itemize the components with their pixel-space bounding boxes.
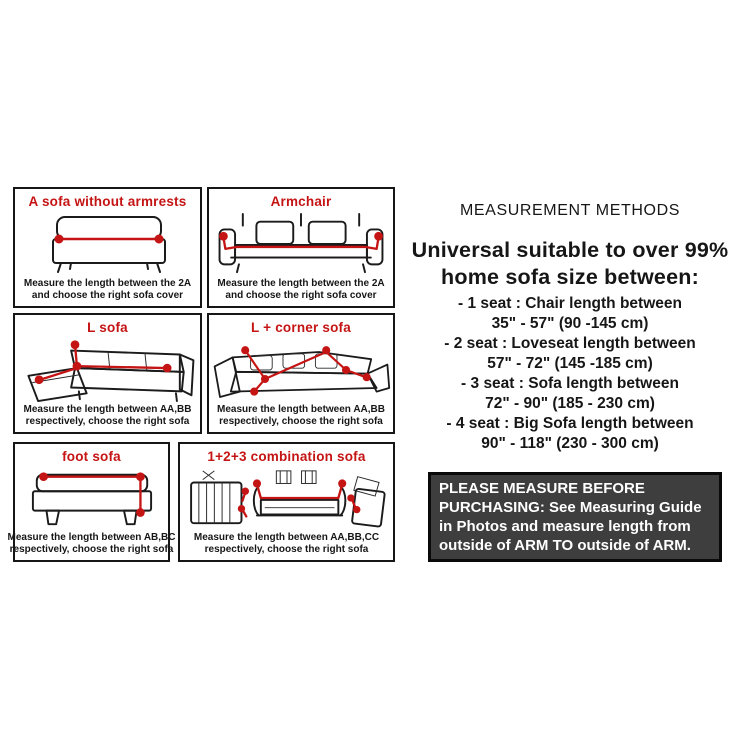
size-item-label: - 3 seat : Sofa length between: [461, 375, 679, 392]
measure-point: [337, 479, 346, 488]
measure-point: [154, 234, 163, 243]
section-heading: MEASUREMENT METHODS: [459, 202, 680, 219]
panel-caption: Measure the length between the 2A and ch…: [23, 278, 192, 301]
measure-point: [219, 231, 228, 241]
measure-line: [240, 491, 247, 518]
measure-point: [241, 487, 249, 495]
measure-line: [38, 366, 78, 381]
measure-line: [263, 350, 328, 380]
panel-caption: Measure the length between AA,BB respect…: [23, 404, 192, 427]
panel-l-sofa: L sofa Measure the length between AA,BB …: [13, 313, 202, 434]
combination-sofa-drawing: [189, 470, 386, 528]
size-item-range: 90" - 118" (230 - 300 cm): [481, 435, 659, 452]
panel-title: A sofa without armrests: [28, 194, 187, 209]
headline-line-2: home sofa size between:: [441, 265, 699, 289]
headline: Universal suitable to over 99% home sofa…: [400, 237, 740, 291]
panel-foot-sofa: foot sofa Measure the length between AB,…: [8, 442, 176, 562]
measure-point: [322, 345, 331, 354]
l-corner-sofa-illustration: [209, 335, 393, 404]
measure-point: [352, 505, 360, 514]
l-sofa-illustration: [15, 335, 200, 404]
panel-title: L sofa: [87, 320, 128, 335]
panel-caption: Measure the length between AB,BC respect…: [7, 532, 176, 555]
measure-point: [362, 372, 371, 381]
size-item-label: - 1 seat : Chair length between: [458, 295, 682, 312]
measure-point: [241, 345, 250, 354]
armless-sofa-illustration: [15, 209, 200, 278]
armchair-drawing: [218, 212, 384, 273]
measure-point: [252, 479, 261, 488]
measure-point: [38, 472, 48, 482]
notice-line: in Photos and measure length from: [439, 518, 691, 535]
notice-line: outside of ARM TO outside of ARM.: [439, 537, 691, 554]
measure-line: [73, 343, 167, 369]
panel-title: foot sofa: [62, 449, 121, 464]
measure-point: [341, 365, 351, 374]
combination-sofa-illustration: [180, 464, 393, 532]
notice-line: PLEASE MEASURE BEFORE: [439, 480, 645, 497]
panel-title: 1+2+3 combination sofa: [207, 449, 366, 464]
measure-point: [260, 374, 270, 383]
size-list: - 1 seat : Chair length between 35" - 57…: [400, 294, 740, 454]
measure-point: [135, 472, 145, 482]
panel-caption: Measure the length between the 2A and ch…: [217, 278, 385, 301]
measurement-info-column: MEASUREMENT METHODS Universal suitable t…: [400, 202, 740, 454]
l-sofa-drawing: [26, 339, 194, 402]
panel-caption: Measure the length between AA,BB,CC resp…: [193, 532, 380, 555]
panel-l-corner-sofa: L + corner sofa Measu: [207, 313, 395, 434]
measure-line: [222, 235, 380, 250]
headline-line-1: Universal suitable to over 99%: [411, 238, 729, 262]
measure-point: [374, 231, 383, 241]
panel-armchair: Armchair Measure the length between the …: [207, 187, 395, 308]
measure-point: [162, 363, 172, 372]
measure-line: [255, 483, 343, 500]
measure-before-purchasing-notice: PLEASE MEASURE BEFORE PURCHASING: See Me…: [428, 472, 722, 562]
size-item-range: 57" - 72" (145 -185 cm): [487, 355, 653, 372]
measure-point: [72, 361, 81, 370]
armless-sofa-drawing: [51, 215, 166, 273]
measure-point: [237, 504, 245, 513]
panel-title: L + corner sofa: [251, 320, 351, 335]
foot-sofa-illustration: [15, 464, 168, 532]
measure-point: [70, 339, 79, 349]
armchair-illustration: [209, 209, 393, 278]
measure-point: [34, 374, 43, 384]
size-item-range: 35" - 57" (90 -145 cm): [491, 315, 649, 332]
size-item-label: - 2 seat : Loveseat length between: [444, 335, 696, 352]
foot-sofa-drawing: [31, 472, 152, 526]
measure-point: [346, 494, 355, 502]
panel-title: Armchair: [270, 194, 332, 209]
panel-caption: Measure the length between AA,BB respect…: [217, 404, 385, 427]
size-item-label: - 4 seat : Big Sofa length between: [446, 415, 694, 432]
panel-sofa-without-armrests: A sofa without armrests Measure the leng…: [13, 187, 202, 308]
l-corner-sofa-drawing: [213, 345, 391, 398]
measure-point: [54, 234, 63, 243]
notice-line: PURCHASING: See Measuring Guide: [439, 499, 702, 516]
measure-point: [250, 387, 259, 396]
measure-point: [135, 508, 145, 517]
panel-combination-sofa: 1+2+3 combination sofa: [178, 442, 395, 562]
size-item-range: 72" - 90" (185 - 230 cm): [485, 395, 655, 412]
